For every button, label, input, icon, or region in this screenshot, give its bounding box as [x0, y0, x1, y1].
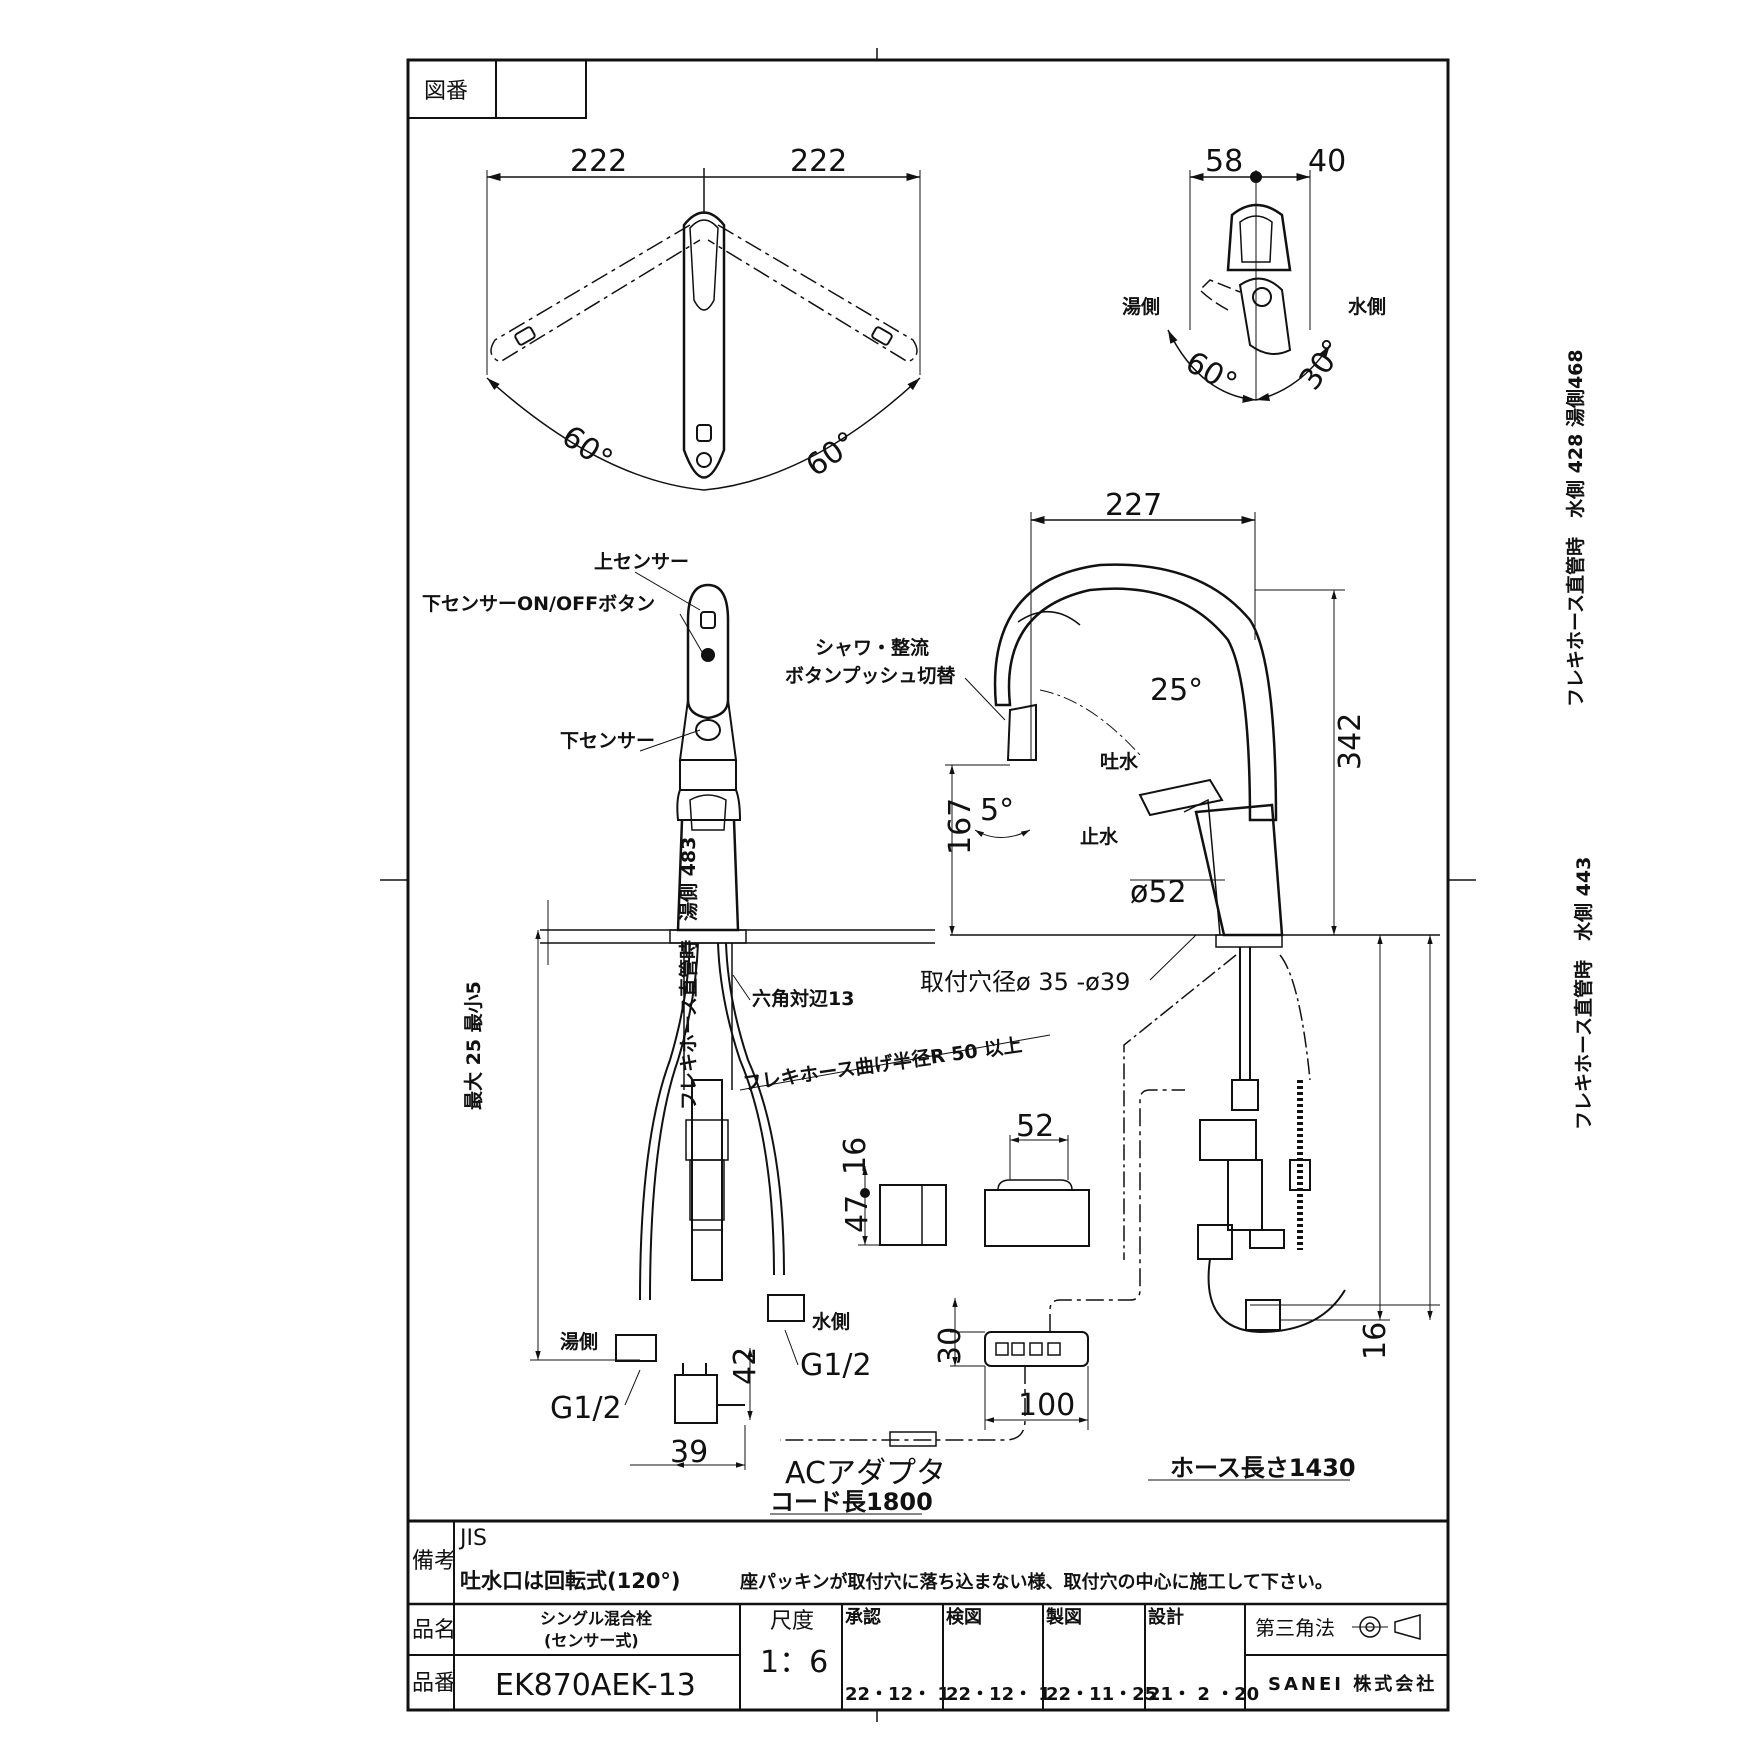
- dim-counter-thickness: 最大 25 最小5: [462, 981, 485, 1110]
- scale-value: 1：6: [760, 1645, 828, 1680]
- dim-spout-angle: 25°: [1150, 673, 1203, 708]
- dim-lever-hot: 58: [1205, 144, 1243, 179]
- leader-thread-left: [624, 1369, 641, 1406]
- accessories: [630, 1089, 1185, 1470]
- label-lower-sensor: 下センサー: [560, 730, 655, 752]
- dim-right-hose-top: フレキホース直管時 水側 428 湯側468: [1564, 349, 1587, 707]
- dim-mount-hole: 取付穴径ø 35 -ø39: [920, 968, 1130, 996]
- approved-label: 承認: [845, 1606, 881, 1628]
- label-shower-2: ボタンプッシュ切替: [785, 664, 956, 687]
- projection-label: 第三角法: [1255, 1616, 1335, 1640]
- leader-lower-sensor: [639, 729, 701, 752]
- label-shower-1: シャワ・整流: [815, 636, 929, 659]
- dim-angle-right: 60°: [800, 425, 864, 484]
- sheet-frame: [380, 48, 1476, 1722]
- label-hot-side-bottom: 湯側: [560, 1331, 598, 1353]
- checked-label: 検図: [946, 1606, 982, 1628]
- checked-date: 22・12・ 1: [946, 1684, 1051, 1705]
- leader-thread-right: [784, 1329, 799, 1366]
- design-label: 設計: [1148, 1606, 1184, 1628]
- approved-date: 22・12・ 1: [845, 1684, 950, 1705]
- dim-reach: 227: [1105, 488, 1162, 523]
- drawing-no-label: 図番: [424, 79, 468, 104]
- number-label: 品番: [412, 1671, 456, 1696]
- leader-hose-bend: [739, 1034, 1051, 1091]
- dim-controller-height: 30: [933, 1327, 968, 1365]
- dim-lever-cold: 40: [1308, 144, 1346, 179]
- dim-right-hose-bottom: フレキホース直管時 水側 443: [1572, 857, 1595, 1130]
- label-ac-adapter: ACアダプタ: [785, 1456, 946, 1491]
- dim-box-width: 52: [1016, 1109, 1054, 1144]
- remark-rotation: 吐水口は回転式(120°): [460, 1569, 681, 1593]
- label-cold-side: 水側: [1348, 296, 1386, 318]
- scale-label: 尺度: [770, 1609, 814, 1634]
- label-hot-side: 湯側: [1122, 296, 1160, 318]
- dim-adapter-width: 39: [670, 1435, 708, 1470]
- side-view-faucet: [945, 512, 1440, 1334]
- dim-angle-left: 60°: [555, 419, 619, 478]
- dim-box-height-2: 47: [840, 1195, 875, 1233]
- design-date: 21・ 2 ・20: [1148, 1684, 1259, 1705]
- dim-spray-angle: 5°: [980, 793, 1014, 828]
- thread-right: G1/2: [800, 1348, 872, 1383]
- label-cord-length: コード長1800: [770, 1488, 933, 1516]
- remark-installation: 座パッキンが取付穴に落ち込まない様、取付穴の中心に施工して下さい。: [740, 1571, 1333, 1593]
- leader-hex: [732, 974, 751, 1001]
- product-name-1: シングル混合栓: [540, 1609, 653, 1628]
- leader-shower: [964, 677, 1006, 721]
- label-upper-sensor: 上センサー: [594, 551, 689, 573]
- dim-lever-cold-angle: 30°: [1293, 333, 1352, 397]
- dim-spout-height: 342: [1333, 713, 1368, 770]
- label-lower-sensor-button: 下センサーON/OFFボタン: [422, 593, 655, 615]
- dim-controller-width: 100: [1018, 1388, 1075, 1423]
- product-name-2: (センサー式): [544, 1631, 639, 1650]
- dim-bottom-offset: 16: [1358, 1322, 1393, 1360]
- drawn-label: 製図: [1045, 1607, 1082, 1628]
- dim-lever-hot-angle: 60°: [1179, 345, 1243, 402]
- leader-lower-sensor-button: [679, 613, 703, 653]
- label-hex: 六角対辺13: [752, 987, 854, 1010]
- company-name: SANEI 株式会社: [1268, 1673, 1437, 1695]
- dim-adapter-height: 42: [728, 1347, 763, 1385]
- thread-left: G1/2: [550, 1391, 622, 1426]
- dim-box-height-1: 16: [838, 1137, 873, 1175]
- dim-swing-right: 222: [790, 144, 847, 179]
- dim-base-diameter: ø52: [1130, 875, 1187, 910]
- remarks-label: 備考: [412, 1549, 456, 1574]
- title-block-grid: [408, 1519, 1448, 1710]
- lever-view: [1167, 170, 1331, 403]
- label-water-stop: 止水: [1080, 826, 1119, 848]
- dim-left-hose-length: フレキホース直管時 湯側 483: [677, 837, 700, 1110]
- top-view-spout: [486, 168, 921, 491]
- drawn-date: 22・11・25: [1046, 1684, 1157, 1705]
- leader-upper-sensor: [634, 571, 701, 611]
- label-cold-side-bottom: 水側: [812, 1311, 850, 1333]
- label-hose-length: ホース長さ1430: [1170, 1454, 1356, 1482]
- name-label: 品名: [412, 1618, 456, 1643]
- dim-swing-left: 222: [570, 144, 627, 179]
- label-water-out: 吐水: [1100, 751, 1139, 773]
- product-number: EK870AEK-13: [495, 1668, 696, 1703]
- front-view-faucet: [530, 583, 935, 1362]
- remark-jis: JIS: [458, 1526, 487, 1551]
- dim-outlet-height: 167: [943, 798, 978, 855]
- label-hose-bend: フレキホース曲げ半径R 50 以上: [742, 1033, 1024, 1095]
